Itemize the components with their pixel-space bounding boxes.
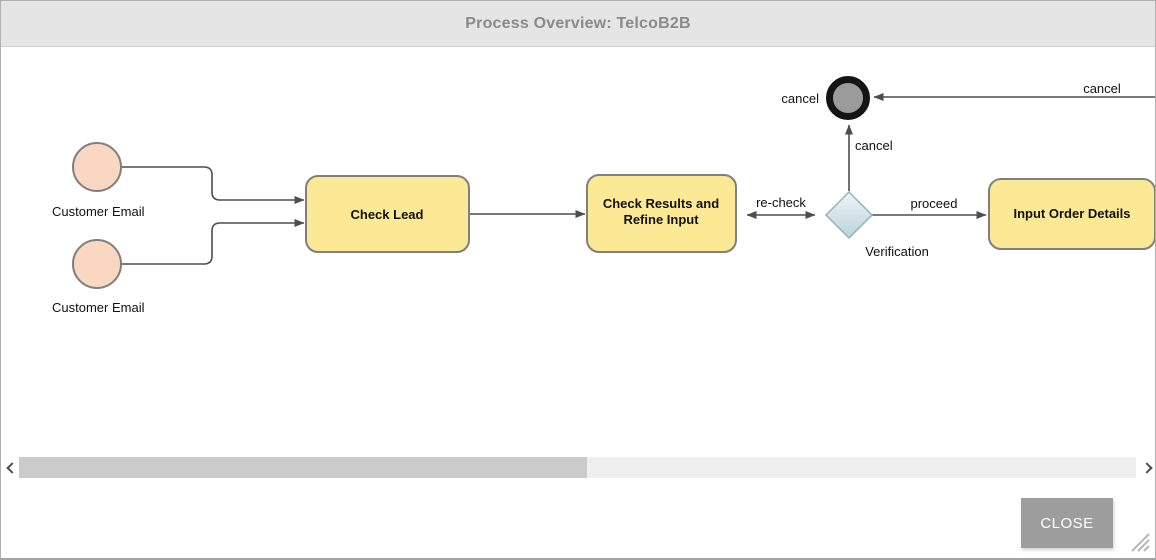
- scroll-right-button[interactable]: [1139, 457, 1155, 478]
- gateway-verification-label: Verification: [865, 244, 929, 259]
- task-check-results-label-line2: Refine Input: [623, 212, 699, 227]
- task-input-order-label: Input Order Details: [1013, 206, 1130, 221]
- sequence-flows: [121, 93, 1155, 265]
- task-input-order[interactable]: [988, 178, 1155, 250]
- start-event-1[interactable]: [72, 142, 122, 192]
- bpmn-diagram: Customer Email Customer Email Check Lead…: [52, 76, 1155, 315]
- task-check-lead[interactable]: [305, 175, 470, 253]
- chevron-left-icon: [5, 461, 18, 474]
- edge-label-proceed: proceed: [911, 196, 958, 211]
- scrollbar-thumb[interactable]: [19, 457, 587, 478]
- end-event-cancel-label: cancel: [781, 91, 819, 106]
- bpmn-diagram-canvas: Customer Email Customer Email Check Lead…: [1, 47, 1155, 457]
- scroll-left-button[interactable]: [1, 457, 19, 478]
- task-check-results[interactable]: [586, 174, 737, 253]
- start-event-1-label: Customer Email: [52, 204, 145, 219]
- end-event-cancel[interactable]: [826, 76, 870, 120]
- resize-grip-icon[interactable]: [1126, 528, 1150, 552]
- close-button[interactable]: CLOSE: [1021, 498, 1113, 548]
- edge-label-cancel-up: cancel: [855, 138, 893, 153]
- dialog-title: Process Overview: TelcoB2B: [465, 14, 691, 32]
- dialog-footer: CLOSE: [1, 478, 1155, 558]
- edge-label-cancel-in: cancel: [1083, 81, 1121, 96]
- start-event-2-label: Customer Email: [52, 300, 145, 315]
- gateway-verification[interactable]: [824, 190, 874, 240]
- horizontal-scrollbar[interactable]: [1, 457, 1155, 478]
- task-check-lead-label: Check Lead: [351, 207, 424, 222]
- start-event-2[interactable]: [72, 239, 122, 289]
- dialog-titlebar: Process Overview: TelcoB2B: [1, 1, 1155, 47]
- flow-start1-checklead: [121, 166, 305, 204]
- task-check-results-label-line1: Check Results and: [603, 196, 719, 211]
- edge-label-recheck: re-check: [756, 195, 806, 210]
- flow-start2-checklead: [121, 219, 305, 265]
- chevron-right-icon: [1140, 461, 1153, 474]
